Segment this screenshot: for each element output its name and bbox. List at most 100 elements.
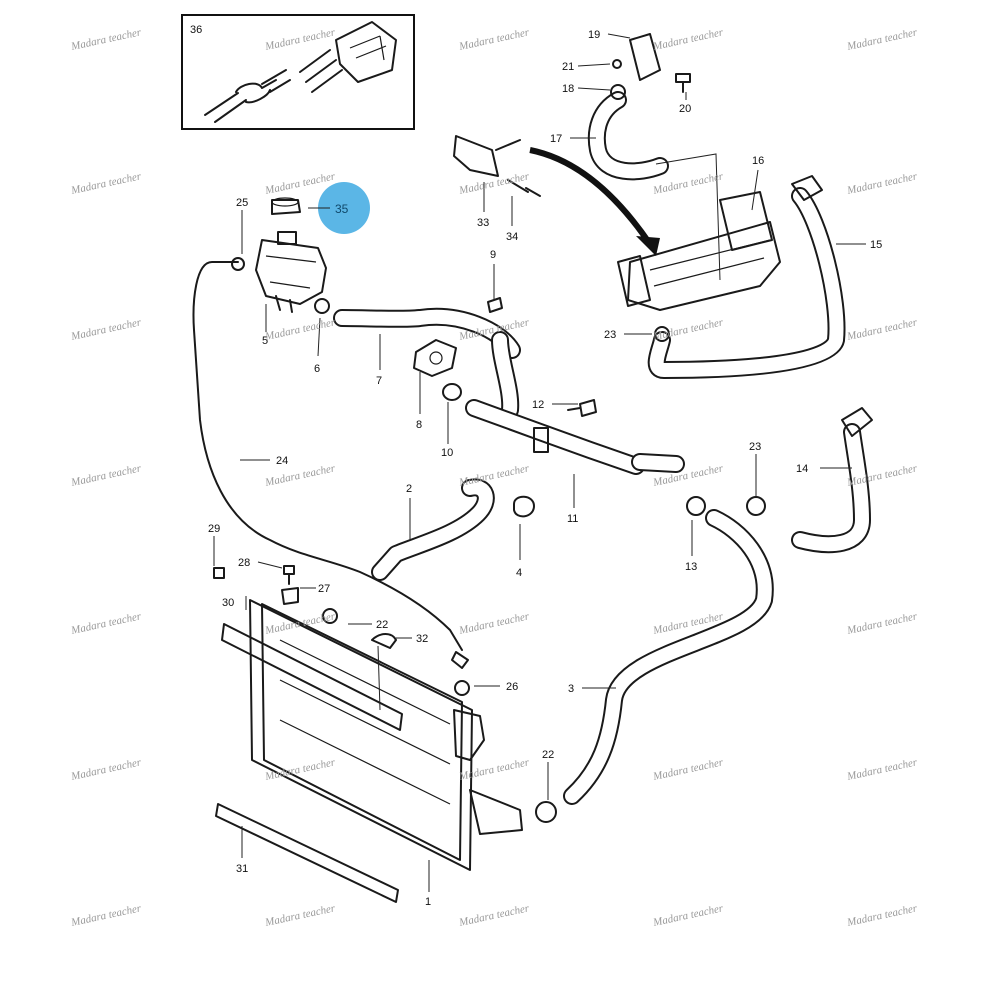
callout-26: 26 xyxy=(506,681,518,693)
watermark-text: Madara teacher xyxy=(845,316,919,343)
clamp-23-upper xyxy=(654,326,670,342)
watermark-text: Madara teacher xyxy=(69,170,143,197)
callout-8: 8 xyxy=(416,419,422,431)
clamp-13 xyxy=(686,496,706,516)
fitting-19 xyxy=(629,33,661,81)
watermark-text: Madara teacher xyxy=(845,756,919,783)
arrow-head-icon xyxy=(636,236,660,256)
callout-13: 13 xyxy=(685,561,697,573)
hose-14 xyxy=(791,407,873,554)
overflow-hose-24 xyxy=(192,261,463,651)
watermark-text: Madara teacher xyxy=(263,462,337,489)
callout-6: 6 xyxy=(314,363,320,375)
radiator-1 xyxy=(221,599,523,871)
watermark-text: Madara teacher xyxy=(651,316,725,343)
callout-21: 21 xyxy=(562,61,574,73)
callout-31: 31 xyxy=(236,863,248,875)
watermark-text: Madara teacher xyxy=(845,170,919,197)
callout-33: 33 xyxy=(477,217,489,229)
inset-box-36: 36 xyxy=(181,14,415,130)
callout-14: 14 xyxy=(796,463,808,475)
watermark-text: Madara teacher xyxy=(69,316,143,343)
watermark-text: Madara teacher xyxy=(651,902,725,929)
bracket-32 xyxy=(371,633,397,649)
arrow-icon xyxy=(529,147,653,246)
reservoir-cap-35 xyxy=(271,197,301,215)
o-ring-10 xyxy=(442,383,462,401)
coolant-pipe-11 xyxy=(465,399,685,475)
callout-1: 1 xyxy=(425,896,431,908)
hose-2 xyxy=(371,478,495,581)
watermark-text: Madara teacher xyxy=(845,902,919,929)
strip-30 xyxy=(221,623,403,731)
bolt-28 xyxy=(283,565,295,585)
callout-23-upper: 23 xyxy=(604,329,616,341)
callout-27: 27 xyxy=(318,583,330,595)
callout-11: 11 xyxy=(567,513,578,525)
clamp-25 xyxy=(231,257,245,271)
callout-18: 18 xyxy=(562,83,574,95)
bracket-27 xyxy=(281,587,299,605)
watermark-text: Madara teacher xyxy=(651,26,725,53)
watermark-text: Madara teacher xyxy=(457,610,531,637)
callout-17: 17 xyxy=(550,133,562,145)
callout-10: 10 xyxy=(441,447,453,459)
watermark-text: Madara teacher xyxy=(457,462,531,489)
watermark-text: Madara teacher xyxy=(69,462,143,489)
callout-19: 19 xyxy=(588,29,600,41)
watermark-text: Madara teacher xyxy=(263,316,337,343)
hose-7 xyxy=(333,307,521,419)
clamp-4 xyxy=(513,495,535,518)
expansion-tank-5 xyxy=(255,231,327,313)
callout-34: 34 xyxy=(506,231,518,243)
bolt-9 xyxy=(487,297,503,313)
callout-24: 24 xyxy=(276,455,288,467)
highlight-circle-35 xyxy=(318,182,370,234)
clamp-18 xyxy=(610,84,626,100)
callout-4: 4 xyxy=(516,567,522,579)
bracket-33 xyxy=(453,135,521,177)
callout-9: 9 xyxy=(490,249,496,261)
watermark-text: Madara teacher xyxy=(263,610,337,637)
watermark-text: Madara teacher xyxy=(845,26,919,53)
strip-31 xyxy=(215,803,399,903)
callout-5: 5 xyxy=(262,335,268,347)
callout-30: 30 xyxy=(222,597,234,609)
gasket-8 xyxy=(413,339,457,377)
watermark-text: Madara teacher xyxy=(263,902,337,929)
callout-15: 15 xyxy=(870,239,882,251)
clamp-6 xyxy=(314,298,330,314)
callout-2: 2 xyxy=(406,483,412,495)
callout-12: 12 xyxy=(532,399,544,411)
watermark-text: Madara teacher xyxy=(651,756,725,783)
callout-20: 20 xyxy=(679,103,691,115)
bolt-20 xyxy=(675,73,691,93)
callout-7: 7 xyxy=(376,375,382,387)
callout-3: 3 xyxy=(568,683,574,695)
callout-22-lower: 22 xyxy=(542,749,554,761)
bolt-34 xyxy=(507,179,541,197)
egr-cooler-16 xyxy=(617,191,781,311)
watermark-text: Madara teacher xyxy=(845,610,919,637)
hose-3 xyxy=(563,509,774,805)
callout-labels: 1 2 3 4 5 6 7 8 9 10 11 12 13 14 15 16 1… xyxy=(208,29,882,908)
clamp-22-lower xyxy=(535,801,557,823)
watermark-text: Madara teacher xyxy=(457,902,531,929)
highlight-label-35: 35 xyxy=(335,202,349,216)
clip-21 xyxy=(612,59,622,69)
callout-25: 25 xyxy=(236,197,248,209)
watermark-text: Madara teacher xyxy=(69,610,143,637)
callout-22-upper: 22 xyxy=(376,619,388,631)
watermark-text: Madara teacher xyxy=(457,26,531,53)
hose-17 xyxy=(587,91,669,181)
hose-15 xyxy=(647,175,846,379)
watermark-text: Madara teacher xyxy=(69,756,143,783)
callout-29: 29 xyxy=(208,523,220,535)
bolt-12 xyxy=(567,399,597,417)
clamp-22-upper xyxy=(322,608,338,624)
callout-23-lower: 23 xyxy=(749,441,761,453)
callout-28: 28 xyxy=(238,557,250,569)
leader-lines xyxy=(213,33,866,892)
watermark-text: Madara teacher xyxy=(69,26,143,53)
